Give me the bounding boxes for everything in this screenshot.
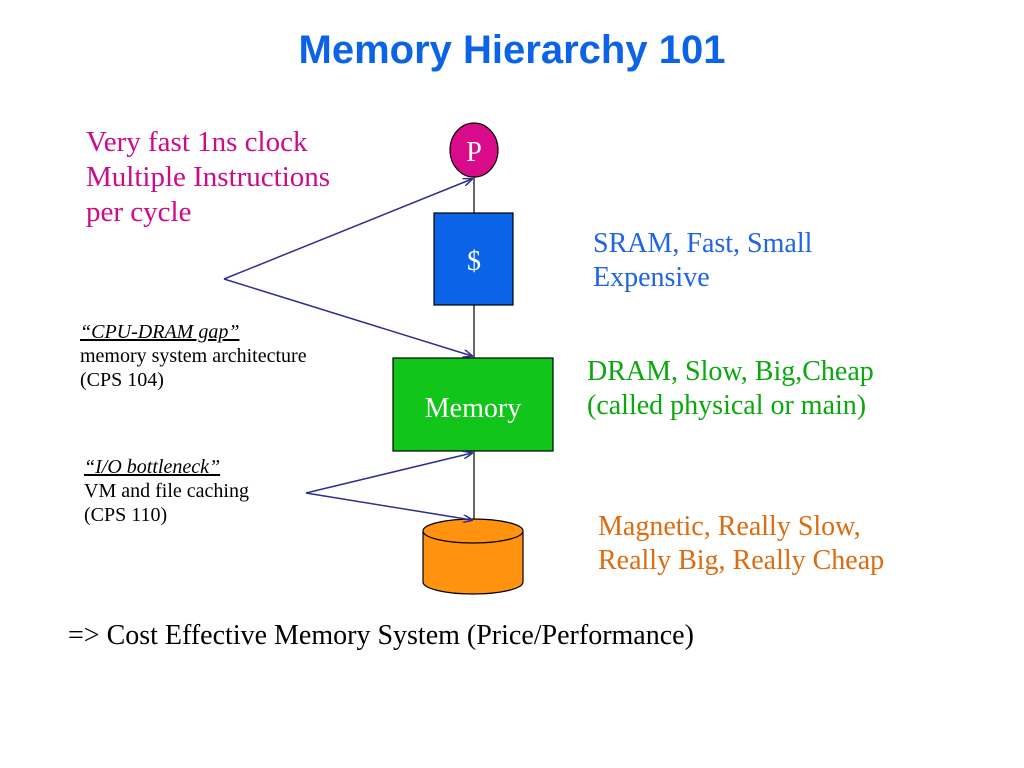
sram-note-line-1: SRAM, Fast, Small — [593, 228, 813, 259]
disk-icon — [422, 518, 524, 595]
sram-note: SRAM, Fast, Small Expensive — [593, 227, 812, 294]
io-bottleneck-line-2: (CPS 110) — [84, 504, 168, 526]
cpu-note-line-2: Multiple Instructions — [86, 160, 331, 193]
processor-node — [449, 122, 499, 178]
memory-box — [392, 357, 554, 452]
cpu-dram-gap-arrow-up — [223, 179, 472, 280]
cpu-note: Very fast 1ns clock Multiple Instruction… — [86, 125, 330, 229]
io-bottleneck-arrow-up — [305, 453, 472, 494]
conclusion-text: => Cost Effective Memory System (Price/P… — [68, 620, 694, 651]
cpu-note-line-3: per cycle — [86, 195, 192, 228]
cache-label: $ — [467, 246, 481, 277]
dram-note-line-2: (called physical or main) — [587, 389, 867, 421]
cpu-dram-gap-note: “CPU-DRAM gap” memory system architectur… — [80, 320, 307, 392]
dram-note: DRAM, Slow, Big,Cheap (called physical o… — [587, 355, 874, 422]
cpu-dram-gap-title: “CPU-DRAM gap” — [80, 321, 240, 343]
memory-label: Memory — [425, 393, 521, 424]
cache-box — [433, 212, 514, 306]
io-bottleneck-title: “I/O bottleneck” — [84, 456, 221, 478]
dram-note-line-1: DRAM, Slow, Big,Cheap — [587, 356, 874, 387]
slide-title: Memory Hierarchy 101 — [298, 28, 726, 72]
io-bottleneck-note: “I/O bottleneck” VM and file caching (CP… — [84, 455, 249, 527]
disk-note: Magnetic, Really Slow, Really Big, Reall… — [598, 510, 884, 577]
processor-label: P — [466, 137, 482, 168]
cpu-dram-gap-arrow-down — [223, 278, 472, 356]
cpu-dram-gap-line-2: (CPS 104) — [80, 369, 164, 391]
cpu-note-line-1: Very fast 1ns clock — [86, 126, 308, 158]
io-bottleneck-line-1: VM and file caching — [84, 480, 249, 502]
cpu-dram-gap-line-1: memory system architecture — [80, 345, 307, 367]
disk-note-line-1: Magnetic, Really Slow, — [598, 511, 861, 542]
io-bottleneck-arrow-down — [305, 492, 472, 520]
disk-note-line-2: Really Big, Really Cheap — [598, 544, 885, 576]
sram-note-line-2: Expensive — [593, 261, 710, 293]
